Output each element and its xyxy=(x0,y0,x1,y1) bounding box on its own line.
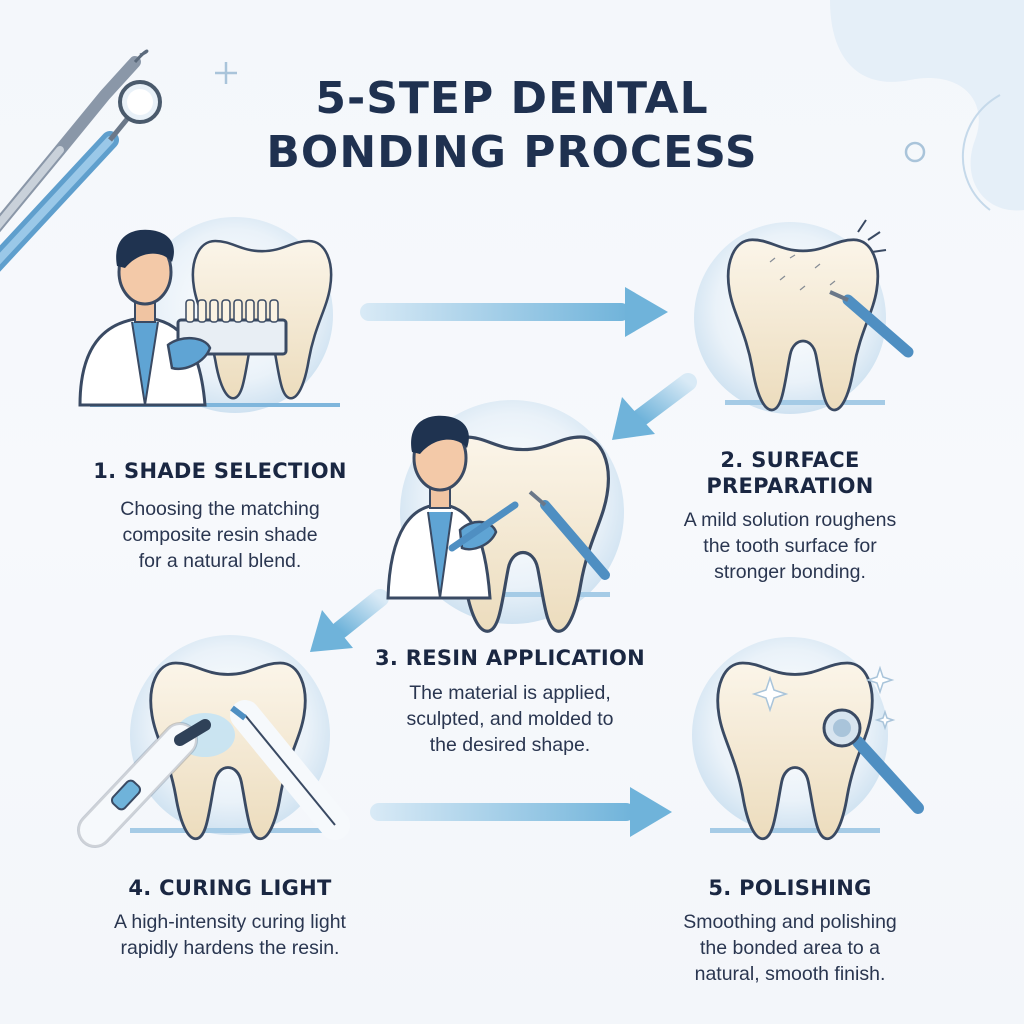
step2-title-line: PREPARATION xyxy=(706,474,874,498)
step1-description: Choosing the matching composite resin sh… xyxy=(50,496,390,574)
step2-desc-line: stronger bonding. xyxy=(714,561,866,583)
step4-desc-line: A high-intensity curing light xyxy=(114,911,346,933)
polishing-tool-icon xyxy=(822,708,924,814)
title-line-1: 5-STEP DENTAL xyxy=(315,73,709,124)
sparkle-lines xyxy=(857,219,887,253)
step2-title-line: 2. SURFACE xyxy=(720,448,860,472)
step3-desc-line: sculpted, and molded to xyxy=(406,708,614,730)
step4-illustration xyxy=(77,635,350,848)
step4-description: A high-intensity curing light rapidly ha… xyxy=(40,909,420,961)
decor-plus xyxy=(215,62,237,84)
dental-probe-icon xyxy=(0,49,149,233)
step4-desc-line: rapidly hardens the resin. xyxy=(120,937,340,959)
step5-description: Smoothing and polishing the bonded area … xyxy=(640,909,940,987)
decor-blob xyxy=(830,0,1024,211)
step2-description: A mild solution roughens the tooth surfa… xyxy=(640,507,940,585)
arrow-step3-to-step4 xyxy=(310,589,389,652)
step3-description: The material is applied, sculpted, and m… xyxy=(340,680,680,758)
dental-mirror-icon xyxy=(0,80,162,272)
step4-title: 4. CURING LIGHT xyxy=(128,876,332,900)
etching-brush-icon xyxy=(829,290,914,358)
step5-illustration xyxy=(692,637,924,841)
step2-title: 2. SURFACE PREPARATION xyxy=(640,447,940,499)
arrow-step1-to-step2 xyxy=(360,287,668,337)
arrow-step2-to-step3 xyxy=(612,373,697,440)
resin-applicator-icon xyxy=(230,700,350,840)
step5-desc-line: Smoothing and polishing xyxy=(683,911,897,933)
decor-ring xyxy=(904,141,926,163)
step1-desc-line: for a natural blend. xyxy=(138,550,302,572)
step3-illustration xyxy=(386,400,624,633)
glove-hand-3 xyxy=(458,520,498,551)
step1-desc-line: Choosing the matching xyxy=(120,498,320,520)
step2-illustration xyxy=(694,219,914,414)
step5-desc-line: the bonded area to a xyxy=(700,937,880,959)
step3-desc-line: the desired shape. xyxy=(429,734,591,756)
step1-title: 1. SHADE SELECTION xyxy=(93,459,347,483)
step1-desc-line: composite resin shade xyxy=(122,524,318,546)
page-title: 5-STEP DENTAL BONDING PROCESS xyxy=(0,72,1024,180)
step3-desc-line: The material is applied, xyxy=(409,682,611,704)
step3-title: 3. RESIN APPLICATION xyxy=(374,646,646,670)
step2-desc-line: the tooth surface for xyxy=(703,535,877,557)
sparkle-icon xyxy=(751,665,896,731)
glove-hand xyxy=(166,337,212,371)
arrow-step4-to-step5 xyxy=(370,787,672,837)
dentist-figure-1 xyxy=(78,229,207,407)
step1-illustration xyxy=(78,217,340,413)
title-line-2: BONDING PROCESS xyxy=(266,127,758,178)
decor-swirl xyxy=(961,94,1001,211)
curing-light-icon xyxy=(77,719,211,848)
step5-title: 5. POLISHING xyxy=(708,876,872,900)
step2-desc-line: A mild solution roughens xyxy=(683,509,897,531)
resin-instrument-icon xyxy=(448,490,610,580)
step5-desc-line: natural, smooth finish. xyxy=(694,963,886,985)
